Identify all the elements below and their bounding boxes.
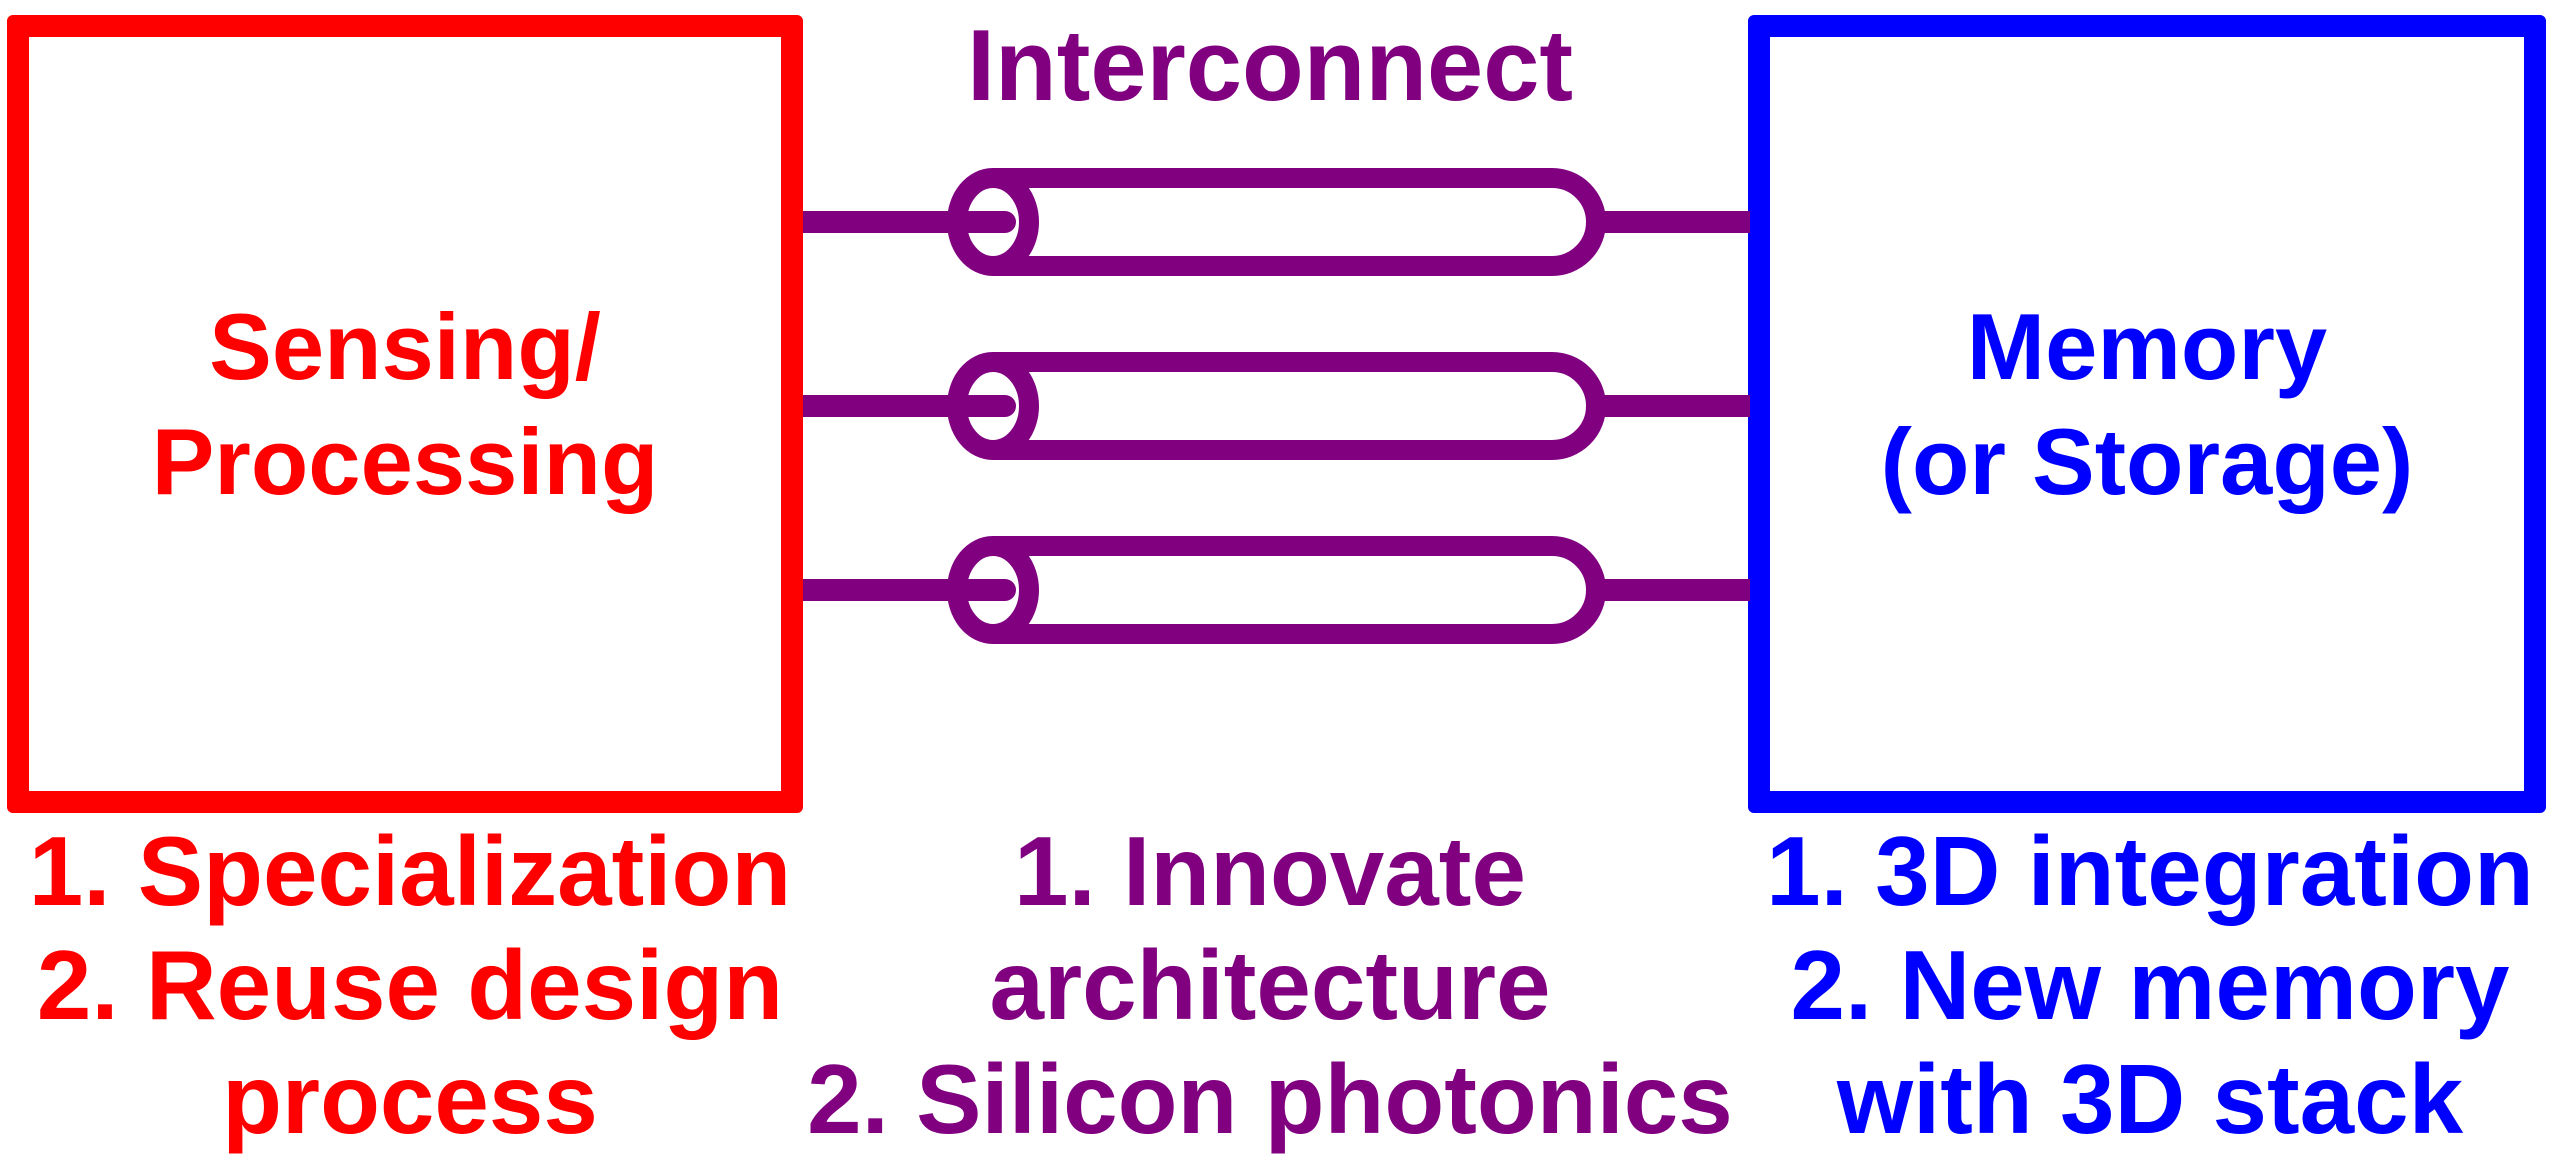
interconnect-cylinder <box>803 168 1750 276</box>
note-line: with 3D stack <box>1836 1044 2464 1154</box>
memory-label-line1: Memory <box>1966 294 2328 399</box>
note-line: 1. 3D integration <box>1766 816 2534 926</box>
note-line: 2. Silicon photonics <box>807 1044 1733 1154</box>
note-line: 2. Reuse design <box>36 930 784 1040</box>
note-line: 1. Specialization <box>28 816 792 926</box>
interconnect-cylinder <box>803 536 1750 644</box>
sensing-processing-label: Sensing/ Processing <box>7 289 803 519</box>
note-line: architecture <box>989 930 1551 1040</box>
note-line: 2. New memory <box>1790 930 2510 1040</box>
note-line: process <box>222 1044 598 1154</box>
interconnect-cylinder <box>803 352 1750 460</box>
note-line: 1. Innovate <box>1014 816 1526 926</box>
sensing-processing-box <box>7 15 803 813</box>
sensing-processing-notes: 1. Specialization 2. Reuse design proces… <box>0 814 960 1156</box>
interconnect-notes: 1. Innovate architecture 2. Silicon phot… <box>720 814 1820 1156</box>
memory-label: Memory (or Storage) <box>1748 289 2546 519</box>
sensing-processing-label-line2: Processing <box>151 409 659 514</box>
memory-box <box>1748 15 2546 813</box>
memory-label-line2: (or Storage) <box>1880 409 2414 514</box>
memory-notes: 1. 3D integration 2. New memory with 3D … <box>1600 814 2553 1156</box>
sensing-processing-label-line1: Sensing/ <box>209 294 601 399</box>
interconnect-title: Interconnect <box>966 10 1574 122</box>
